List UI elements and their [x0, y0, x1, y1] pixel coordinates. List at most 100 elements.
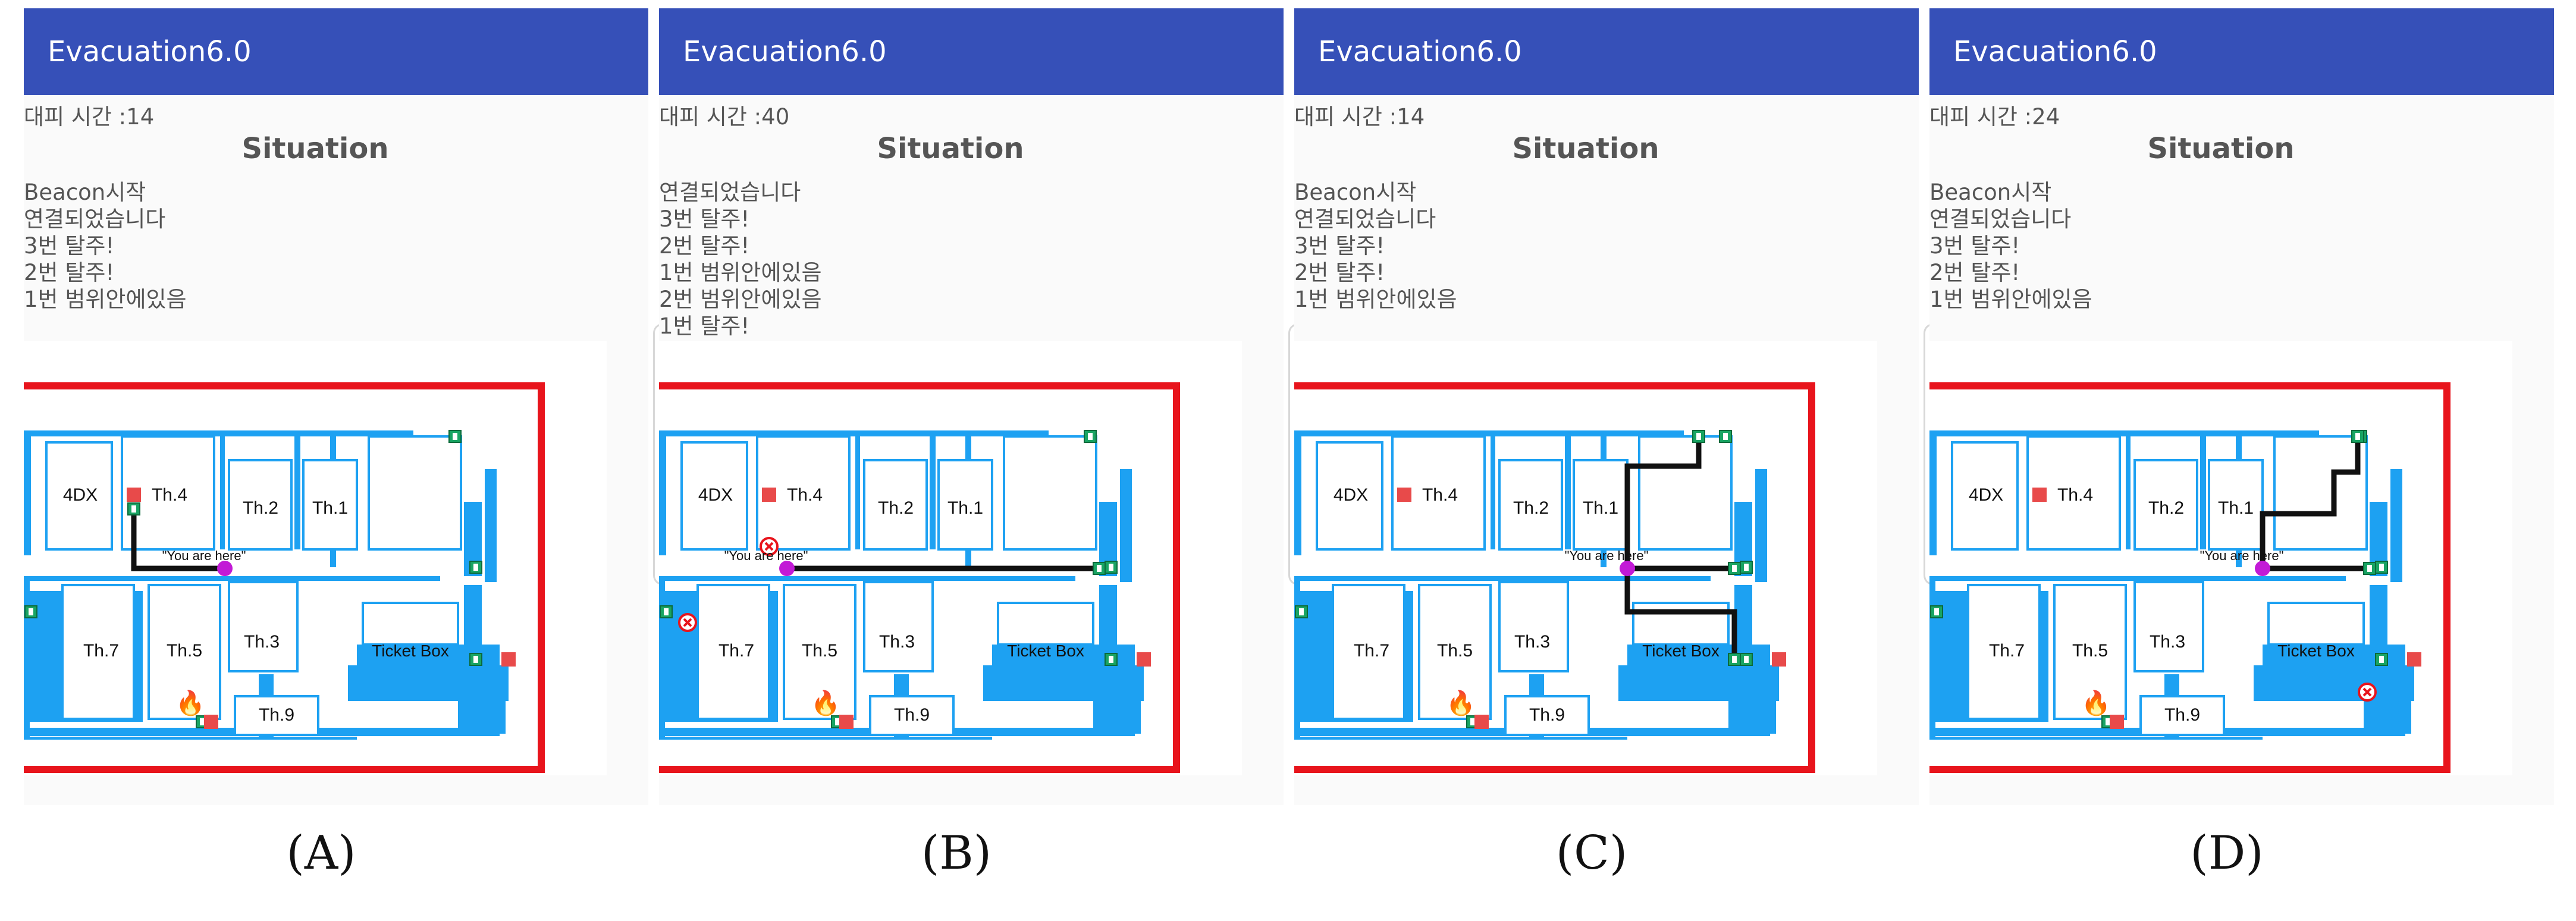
- room-th7-label: Th.7: [1989, 641, 2025, 661]
- room-th7-label: Th.7: [1354, 641, 1389, 661]
- exit-sign-icon: [1728, 562, 1741, 575]
- hazard-marker: [762, 488, 776, 502]
- log-entry: 2번 탈주!: [24, 260, 115, 285]
- exit-sign-icon: [1105, 561, 1118, 574]
- room-4dx: [680, 441, 748, 551]
- fire-icon: 🔥: [1446, 689, 1476, 717]
- ticket-box-label: Ticket Box: [372, 642, 449, 660]
- exit-sign-icon: [469, 561, 482, 574]
- evacuation-timer: 대피 시간 :14: [24, 104, 155, 130]
- room-east: [1638, 435, 1733, 551]
- app-title: Evacuation6.0: [683, 35, 887, 68]
- app-screen-panel: Evacuation6.0 대피 시간 :14 Situation Beacon…: [1294, 8, 1933, 805]
- log-entry: 2번 탈주!: [659, 233, 750, 259]
- log-entry: 2번 범위안에있음: [659, 287, 822, 312]
- wall-block-7: [1491, 430, 1495, 549]
- wall-block-8: [294, 430, 300, 549]
- room-th4-label: Th.4: [787, 485, 823, 505]
- room-th5-label: Th.5: [167, 641, 202, 661]
- figure-caption: (D): [2190, 826, 2264, 880]
- exit-sign-icon: [448, 430, 462, 443]
- app-title-bar: Evacuation6.0: [659, 8, 1284, 95]
- wall-block-16: [458, 671, 506, 734]
- situation-heading: Situation: [877, 132, 1024, 165]
- ticket-box-label: Ticket Box: [1642, 642, 1720, 660]
- room-th3: [2133, 581, 2204, 672]
- wall-block-7: [2126, 430, 2131, 549]
- wall-block-1: [24, 430, 31, 555]
- room-th3: [863, 581, 934, 672]
- location-marker-icon: [779, 561, 795, 576]
- exit-sign-icon: [660, 605, 673, 618]
- hazard-marker: [839, 715, 854, 729]
- log-entry: 연결되었습니다: [1929, 206, 2072, 232]
- room-th9: [234, 695, 319, 736]
- room-th9-label: Th.9: [2164, 705, 2200, 725]
- app-screen-panel: Evacuation6.0 대피 시간 :40 Situation 연결되었습니…: [659, 8, 1298, 805]
- room-th2-label: Th.2: [1513, 498, 1549, 518]
- room-east: [1003, 435, 1097, 551]
- wall-block-3: [659, 576, 1075, 581]
- room-ticket: [2267, 602, 2365, 646]
- wall-block-17: [24, 737, 357, 740]
- log-entry: Beacon시작: [1294, 180, 1417, 205]
- exit-sign-icon: [24, 605, 37, 618]
- wall-block-16: [2364, 671, 2411, 734]
- exit-sign-icon: [1728, 653, 1741, 666]
- exit-sign-icon: [2351, 430, 2364, 443]
- room-th7: [696, 584, 770, 720]
- room-th1: [937, 459, 993, 551]
- building-boundary: [1294, 382, 1815, 773]
- building-boundary: [24, 382, 545, 773]
- building-boundary: [659, 382, 1180, 773]
- room-th2-label: Th.2: [243, 498, 278, 518]
- room-east: [368, 435, 462, 551]
- situation-heading: Situation: [1512, 132, 1659, 165]
- room-th9-label: Th.9: [259, 705, 294, 725]
- room-th2: [228, 459, 293, 551]
- room-4dx: [1316, 441, 1383, 551]
- wall-block-1: [1929, 430, 1937, 555]
- app-title: Evacuation6.0: [1953, 35, 2157, 68]
- wall-block-3: [1294, 576, 1711, 581]
- app-title: Evacuation6.0: [1318, 35, 1522, 68]
- log-entry: 연결되었습니다: [659, 180, 801, 205]
- wall-block-2: [24, 497, 30, 533]
- hazard-marker: [2032, 488, 2047, 502]
- wall-block-8: [2200, 430, 2206, 549]
- room-th3-label: Th.3: [879, 632, 915, 652]
- hazard-marker: [1137, 652, 1151, 667]
- evacuation-timer: 대피 시간 :40: [659, 104, 790, 130]
- room-east: [2273, 435, 2368, 551]
- log-entry: 1번 범위안에있음: [24, 287, 187, 312]
- wall-block-3: [1929, 576, 2346, 581]
- exit-sign-icon: [1740, 653, 1753, 666]
- room-th1: [302, 459, 358, 551]
- room-th5: [148, 584, 221, 720]
- room-th5: [783, 584, 856, 720]
- wall-block-16: [1728, 671, 1776, 734]
- room-th9-label: Th.9: [894, 705, 930, 725]
- room-th1: [1573, 459, 1629, 551]
- fire-icon: 🔥: [175, 689, 205, 717]
- wall-block-2: [1294, 497, 1300, 533]
- wall-block-0: [1294, 430, 1684, 436]
- room-th2-label: Th.2: [878, 498, 914, 518]
- room-th1-label: Th.1: [947, 498, 983, 518]
- room-th3: [1498, 581, 1569, 672]
- wall-block-17: [659, 737, 992, 740]
- exit-sign-icon: [1295, 605, 1308, 618]
- log-entry: 1번 탈주!: [659, 313, 750, 339]
- evacuation-route-0: [1624, 436, 1702, 568]
- room-th7: [1332, 584, 1405, 720]
- app-title: Evacuation6.0: [48, 35, 252, 68]
- app-title-bar: Evacuation6.0: [24, 8, 648, 95]
- situation-heading: Situation: [2147, 132, 2295, 165]
- log-entry: 연결되었습니다: [1294, 206, 1436, 232]
